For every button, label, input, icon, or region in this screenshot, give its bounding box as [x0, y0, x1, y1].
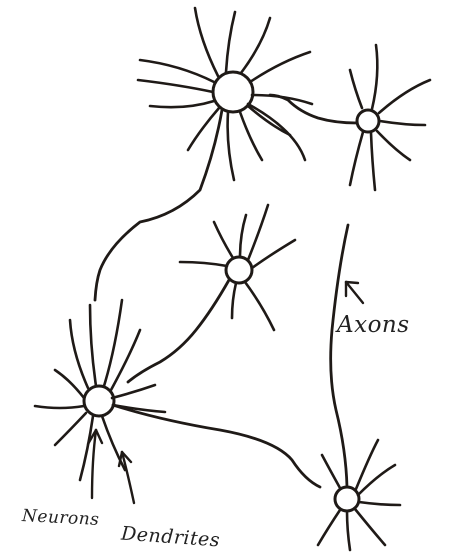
axon-top-right-to-bottom-right — [331, 225, 348, 487]
neurons-label: Neurons — [22, 506, 100, 530]
axon-top-left-to-bottom-left — [95, 110, 222, 300]
bottom-left-neuron-body — [84, 386, 114, 416]
middle-neuron — [180, 205, 295, 330]
bottom-right-neuron — [318, 440, 400, 550]
top-left-neuron-dendrites — [138, 8, 312, 180]
axon-top-right-to-top-left — [270, 95, 357, 123]
middle-neuron-dendrites — [180, 205, 295, 330]
top-right-neuron-dendrites — [350, 45, 430, 190]
axons-arrow — [346, 282, 363, 303]
top-left-neuron — [138, 8, 312, 180]
axon-connections — [95, 95, 357, 487]
dendrites-arrow — [119, 452, 134, 503]
bottom-right-neuron-body — [335, 487, 359, 511]
top-right-neuron-body — [357, 110, 379, 132]
bottom-left-neuron-dendrites — [35, 300, 165, 480]
bottom-right-neuron-dendrites — [318, 440, 400, 550]
neurons-arrow — [88, 430, 102, 498]
axon-bottom-left-to-bottom-right — [113, 405, 320, 487]
top-right-neuron — [350, 45, 430, 190]
axon-middle-to-bottom-left — [128, 280, 229, 382]
bottom-left-neuron — [35, 300, 165, 480]
axons-label: Axons — [337, 312, 410, 338]
